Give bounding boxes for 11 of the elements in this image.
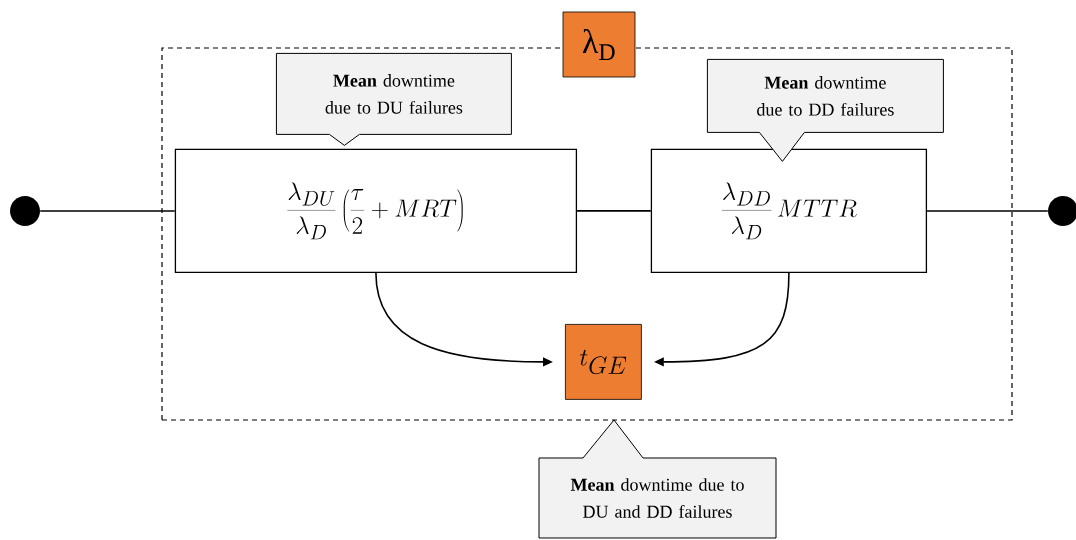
callout-box: Mean downtime due to DU failures	[275, 52, 512, 146]
callout-box: Mean downtime due to DD failures	[706, 58, 944, 162]
connector-line	[926, 210, 1049, 212]
connector-line	[39, 210, 176, 212]
formula-box: $\frac{\lambda_{DU}}{\lambda_{D}}\left(\frac{\tau}{2}+MRT\right)$	[174, 148, 578, 274]
terminal-dot	[10, 196, 40, 226]
callout-box: Mean downtime due to DU and DD failures	[538, 419, 777, 539]
formula-box: $\frac{\lambda_{DD}}{\lambda_{D}}\,MTTR$	[650, 148, 928, 274]
symbol-box: $t_{GE}$	[565, 324, 642, 400]
symbol-box: λ$_{D}$	[562, 11, 636, 78]
connector-line	[576, 210, 652, 212]
